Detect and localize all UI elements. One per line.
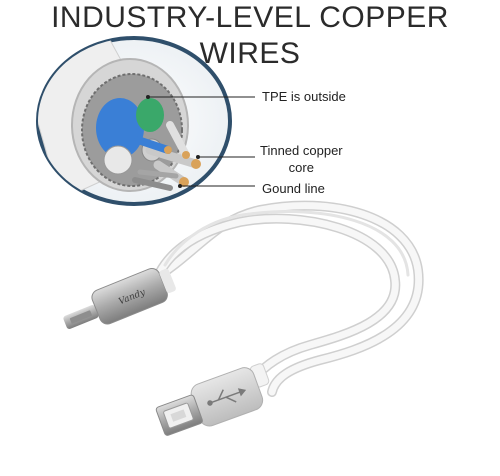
- tinned-copper-callout-label: Tinned copper core: [260, 142, 343, 176]
- tinned-copper-line2: core: [288, 160, 314, 175]
- page-title: INDUSTRY-LEVEL COPPER WIRES: [51, 1, 449, 70]
- blue-conductor: [96, 98, 144, 158]
- usb-symbol-icon: [207, 388, 247, 406]
- coiled-cable: [145, 200, 424, 397]
- tpe-callout-label: TPE is outside: [262, 89, 346, 104]
- green-conductor: [136, 98, 164, 132]
- ground-line: [132, 169, 179, 191]
- cable-cross-section-zoom: [36, 36, 232, 206]
- lightning-connector: Vandy: [63, 267, 176, 329]
- ground-line-callout-label: Gound line: [262, 181, 325, 196]
- callout-lines: [146, 95, 255, 188]
- tinned-copper-core: [134, 121, 201, 187]
- usb-b-connector: [155, 363, 270, 436]
- tinned-copper-line1: Tinned copper: [260, 143, 343, 158]
